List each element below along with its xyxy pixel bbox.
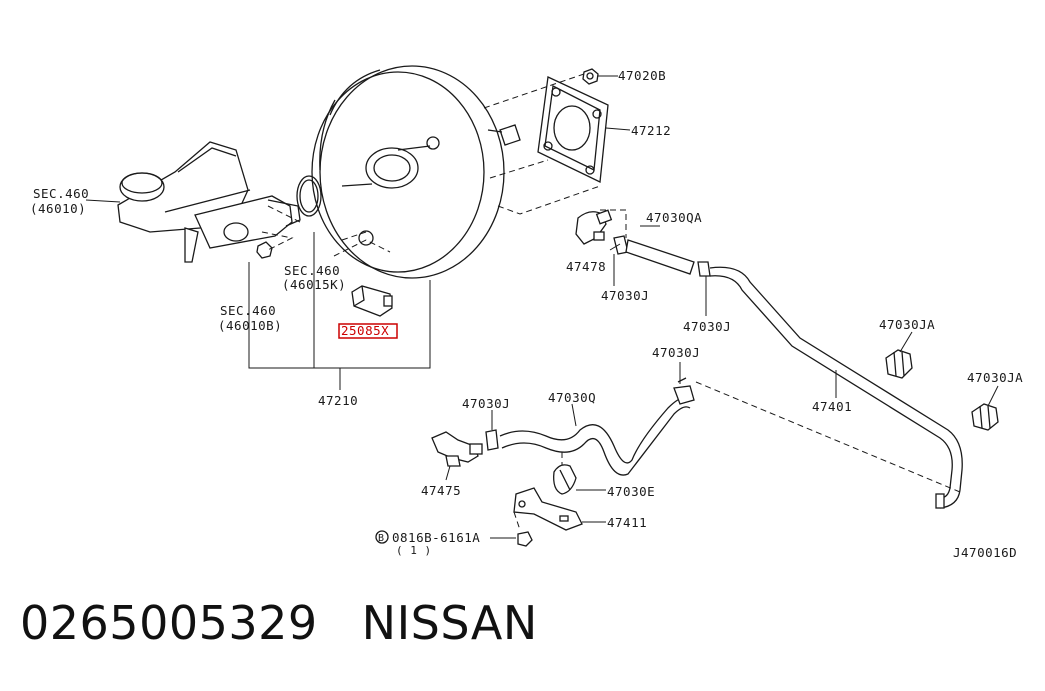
connector-47030JA-b — [971, 403, 999, 431]
label-47030JA-a: 47030JA — [879, 317, 935, 332]
label-bolt-qty: ( 1 ) — [396, 544, 432, 557]
label-47030J-a: 47030J — [601, 288, 649, 303]
label-47478: 47478 — [566, 259, 606, 274]
label-sec460-b: SEC.460 — [284, 263, 340, 278]
bolt-0816B — [517, 531, 533, 547]
label-47030J-c: 47030J — [652, 345, 700, 360]
label-47030J-d: 47030J — [462, 396, 510, 411]
gasket-47212 — [537, 76, 609, 183]
master-cylinder — [117, 141, 301, 263]
label-47030QA: 47030QA — [646, 210, 702, 225]
clamp-47030J-d — [485, 429, 499, 451]
clip-47030E — [553, 464, 577, 495]
label-47030E: 47030E — [607, 484, 655, 499]
label-bolt-circle: B — [378, 533, 385, 544]
label-47030Q: 47030Q — [548, 390, 596, 405]
brake-booster — [311, 65, 521, 279]
label-47411: 47411 — [607, 515, 647, 530]
label-47401: 47401 — [812, 399, 852, 414]
o-ring — [296, 175, 322, 217]
valve-47475 — [431, 431, 483, 467]
hose-47030QA — [625, 239, 695, 275]
brand-name: NISSAN — [361, 596, 538, 650]
hose-47030Q — [499, 397, 691, 476]
label-sec460-b-sub: (46015K) — [282, 277, 346, 292]
label-sec460-a: SEC.460 — [33, 186, 89, 201]
washer — [256, 241, 273, 259]
label-47475: 47475 — [421, 483, 461, 498]
nut-47020B — [582, 68, 599, 85]
label-47030J-b: 47030J — [683, 319, 731, 334]
highlight-box — [338, 323, 398, 339]
label-47212: 47212 — [631, 123, 671, 138]
sensor-25085X — [351, 285, 393, 317]
clamp-47030J-c — [673, 377, 695, 405]
label-47030JA-b: 47030JA — [967, 370, 1023, 385]
label-47020B: 47020B — [618, 68, 666, 83]
part-number: 0265005329 — [20, 596, 318, 650]
bracket-47411 — [513, 487, 583, 531]
tube-47401 — [709, 266, 963, 509]
clamp-47030J-b — [697, 261, 711, 277]
caption: 0265005329 NISSAN — [20, 596, 538, 650]
connector-47030JA-a — [885, 349, 913, 379]
label-47210: 47210 — [318, 393, 358, 408]
label-bolt: 0816B-6161A — [392, 530, 480, 545]
bolt-circle-marker — [375, 530, 389, 544]
label-sec460-c-sub: (46010B) — [218, 318, 282, 333]
figure-id: J470016D — [953, 545, 1017, 560]
label-25085X: 25085X — [341, 323, 389, 338]
label-sec460-a-sub: (46010) — [30, 201, 86, 216]
check-valve-47478 — [575, 209, 613, 245]
label-sec460-c: SEC.460 — [220, 303, 276, 318]
